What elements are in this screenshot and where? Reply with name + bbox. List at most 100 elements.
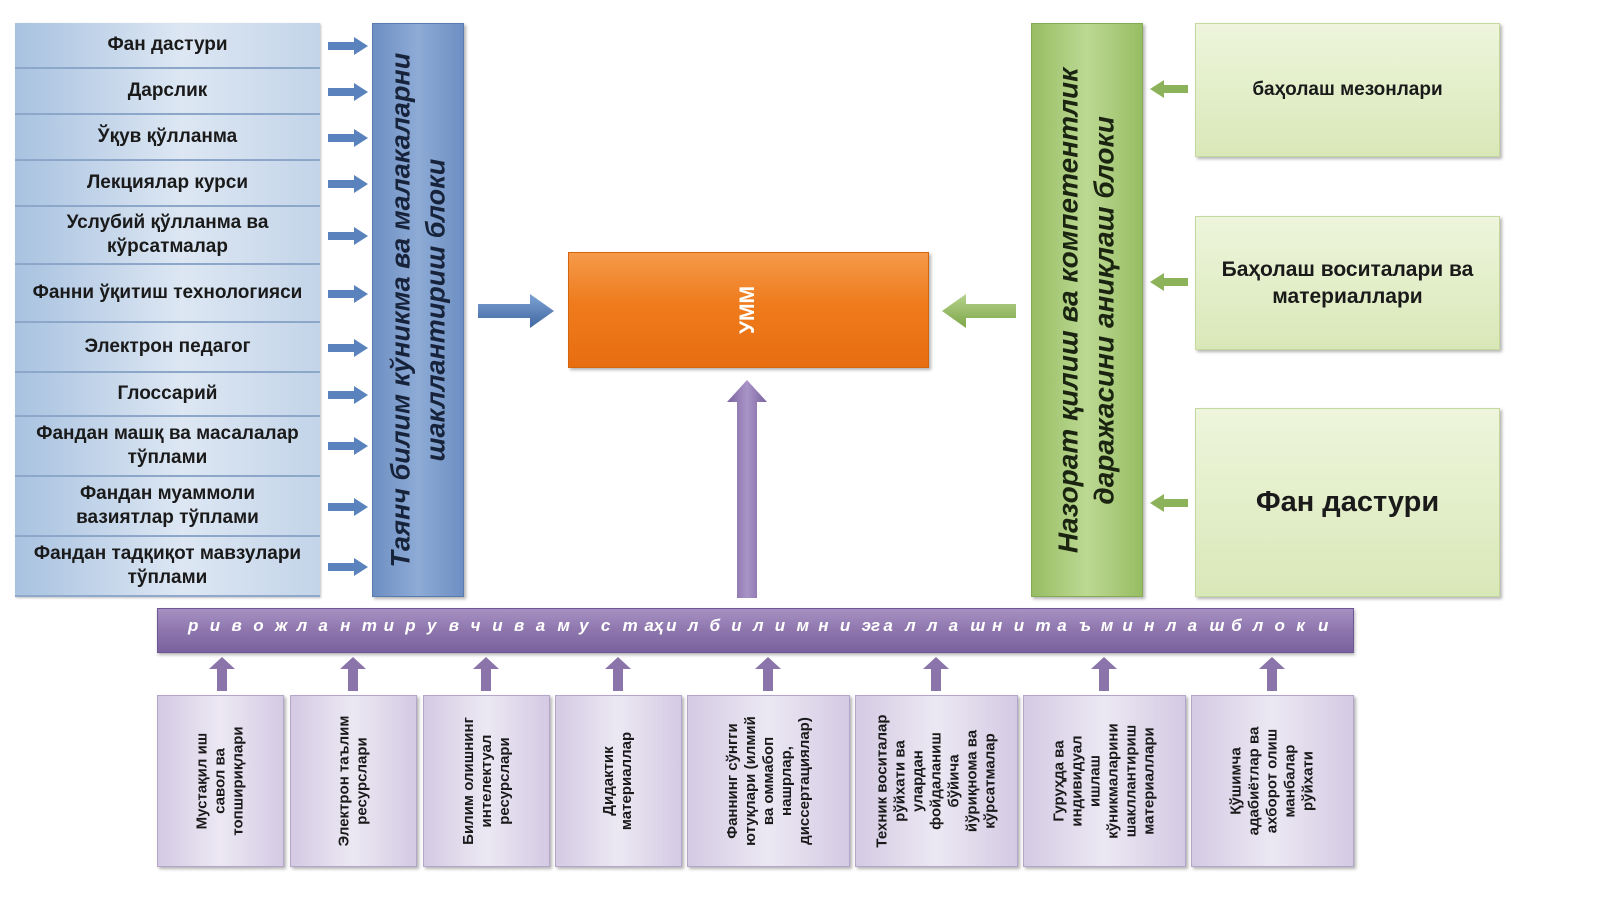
right-block-text: Назорат қилиш ва компетентлик даражасини…: [1051, 67, 1124, 553]
arrow-right-icon: [328, 437, 368, 455]
bottom-bar-letter: ш: [970, 616, 986, 635]
left-block-taynch-bilim: Таянч билим кўникма ва малакаларни шаклл…: [372, 23, 464, 597]
arrow-up-icon: [340, 657, 366, 691]
left-block-line2: шакллантириш блоки: [420, 158, 450, 462]
bottom-bar-letter: с: [600, 616, 611, 635]
bottom-bar-letter: н: [340, 616, 351, 635]
right-item-baholash-vositalari: Баҳолаш воситалари ва материаллари: [1195, 216, 1500, 350]
arrow-up-icon: [1259, 657, 1285, 691]
bottom-bar-letter: у: [427, 616, 437, 635]
arrow-left-icon: [1150, 80, 1188, 98]
left-item-darslik: Дарслик: [15, 69, 320, 115]
bottom-bar-letter: эг: [861, 616, 881, 635]
arrow-right-icon: [328, 386, 368, 404]
bottom-bar-letter: и: [1318, 616, 1329, 635]
bottom-bar-letter: о: [1274, 616, 1285, 635]
right-block-nazorat: Назорат қилиш ва компетентлик даражасини…: [1031, 23, 1143, 597]
bottom-bar-letter: а: [948, 616, 959, 635]
bottom-bar-letter: и: [1013, 616, 1025, 635]
left-block-text: Таянч билим кўникма ва малакаларни шаклл…: [383, 53, 453, 568]
bottom-bar-letter: р: [405, 616, 416, 635]
bottom-bar-letter: и: [209, 616, 221, 635]
right-item-baholash-mezonlari: баҳолаш мезонлари: [1195, 23, 1500, 157]
arrow-right-icon: [328, 175, 368, 193]
left-item-uslubiy-qollanma: Услубий қўлланма ва кўрсатмалар: [15, 207, 320, 265]
right-block-line1: Назорат қилиш ва компетентлик: [1052, 67, 1084, 553]
bottom-bar-letter: л: [296, 616, 308, 635]
arrow-up-icon: [923, 657, 949, 691]
left-item-fanni-oqitish: Фанни ўқитиш технологияси: [15, 265, 320, 323]
bottom-bar-letter: т: [622, 616, 638, 635]
left-item-glossariy: Глоссарий: [15, 373, 320, 417]
bottom-bar-letter: в: [448, 616, 460, 635]
arrow-up-icon: [209, 657, 235, 691]
bottom-bar-letter: и: [492, 616, 503, 635]
bottom-bar-letter: и: [666, 616, 677, 635]
arrow-up-icon: [1091, 657, 1117, 691]
arrow-right-icon: [328, 83, 368, 101]
left-item-lektsiyalar-kursi: Лекциялар курси: [15, 161, 320, 207]
left-item-tadqiqot-mavzulari: Фандан тадқиқот мавзулари тўплами: [15, 537, 320, 597]
bottom-bar-letter: м: [1100, 616, 1114, 635]
right-item-fan-dasturi: Фан дастури: [1195, 408, 1500, 597]
bottom-bar-letter: м: [796, 616, 810, 635]
left-item-mashq-masalalar: Фандан машқ ва масалалар тўплами: [15, 417, 320, 477]
bottom-bar-letter: н: [1144, 616, 1155, 635]
bottom-bar-letter: и: [839, 616, 851, 635]
bottom-bar-letter: и: [1122, 616, 1133, 635]
center-umm-box: УММ: [568, 252, 929, 368]
bottom-bar-letter: л: [1165, 616, 1177, 635]
bottom-bar-letter: р: [188, 616, 199, 635]
bottom-bar-letter: л: [1252, 616, 1264, 635]
bottom-bar-letter: а: [318, 616, 328, 635]
arrow-left-icon: [1150, 494, 1188, 512]
bottom-bar-letter: м: [557, 616, 570, 635]
bottom-bar-letter: и: [774, 616, 786, 635]
center-umm-label: УММ: [736, 285, 760, 335]
arrow-right-icon: [328, 558, 368, 576]
arrow-right-icon: [328, 129, 368, 147]
left-item-elektron-pedagog: Электрон педагог: [15, 323, 320, 373]
bottom-bar-letter: а: [1057, 616, 1067, 635]
arrow-up-icon: [605, 657, 631, 691]
arrow-left-icon: [1150, 273, 1188, 291]
bottom-bar-letter: н: [818, 616, 829, 635]
bottom-bar-letter: ш: [1209, 616, 1225, 635]
bottom-bar-letter: у: [579, 616, 589, 635]
left-item-fan-dasturi: Фан дастури: [15, 23, 320, 69]
bottom-bar-letter: ч: [470, 616, 481, 635]
bottom-bar-letter: б: [709, 616, 721, 635]
bottom-bar-letter: л: [753, 616, 764, 635]
right-block-line2: даражасини аниқлаш блоки: [1089, 115, 1120, 505]
left-item-oquv-qollanma: Ўқув қўлланма: [15, 115, 320, 161]
bottom-bar-letter: а: [1187, 616, 1198, 635]
bottom-bar-letter: т: [1035, 616, 1051, 635]
arrow-right-icon: [328, 498, 368, 516]
bottom-bar-letter: и: [731, 616, 742, 635]
bottom-bar-letter: ж: [274, 616, 288, 635]
arrow-right-icon: [328, 339, 368, 357]
bottom-bar-letter: о: [253, 616, 264, 635]
left-item-muammoli-vaziyatlar: Фандан муаммоли вазиятлар тўплами: [15, 477, 320, 537]
arrow-right-icon: [328, 37, 368, 55]
bottom-bar-letter: а: [535, 616, 546, 635]
arrow-right-icon: [328, 227, 368, 245]
bottom-bar-letter: л: [905, 616, 916, 635]
bottom-bar-letter: ъ: [1078, 616, 1091, 635]
arrow-up-icon: [727, 380, 767, 598]
